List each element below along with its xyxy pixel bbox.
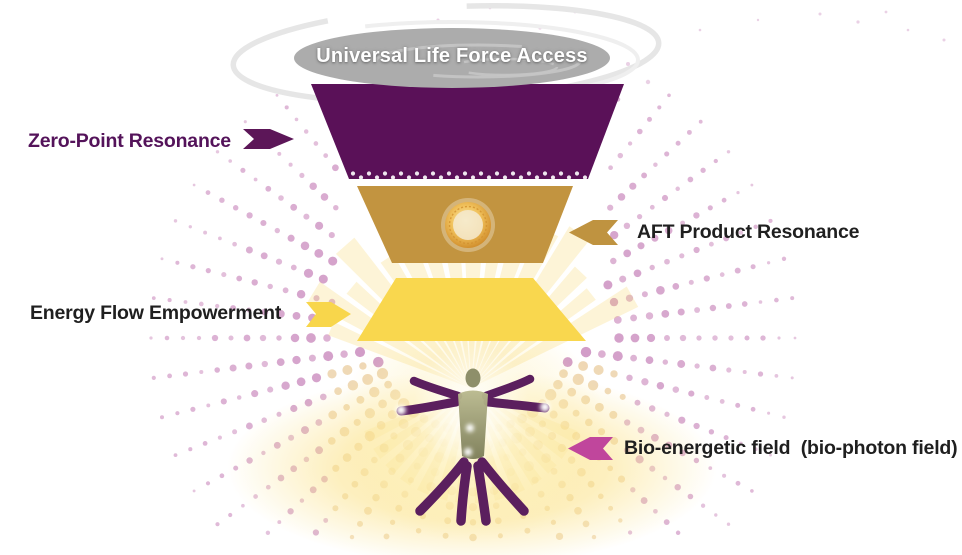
vitruvian-human-icon bbox=[396, 343, 550, 526]
label-universal-life-force: Universal Life Force Access bbox=[316, 45, 588, 67]
funnel-layer-energy-flow bbox=[357, 278, 586, 341]
gold-coin-icon bbox=[441, 198, 495, 252]
label-zero-point-resonance: Zero-Point Resonance bbox=[28, 130, 231, 152]
label-aft-product-resonance: AFT Product Resonance bbox=[637, 221, 860, 243]
label-bio-energetic-field: Bio-energetic field (bio-photon field) bbox=[624, 437, 958, 459]
funnel-edge-halftone bbox=[350, 171, 588, 180]
energy-flow-arrow-icon bbox=[306, 302, 351, 327]
zero-point-arrow-icon bbox=[243, 129, 294, 149]
label-energy-flow-empowerment: Energy Flow Empowerment bbox=[30, 302, 282, 324]
funnel-opening bbox=[294, 28, 610, 88]
funnel-layer-zero-point bbox=[311, 84, 624, 179]
bio-energetic-arrow-icon bbox=[568, 437, 613, 460]
aft-product-arrow-icon bbox=[569, 220, 618, 245]
